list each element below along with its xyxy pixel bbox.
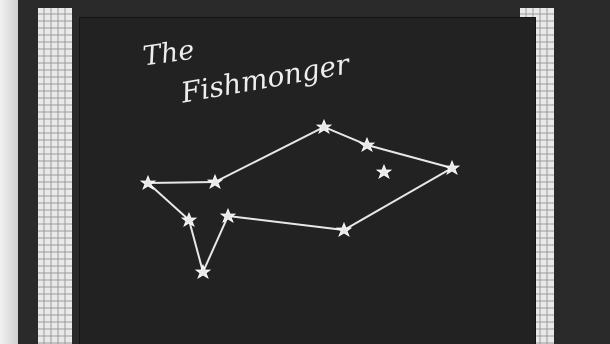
- chalk-line: [189, 220, 203, 272]
- star-icon: [221, 209, 235, 222]
- chalk-line: [148, 182, 215, 183]
- chalk-line: [215, 127, 324, 182]
- chalk-line: [203, 216, 228, 272]
- star-icon: [208, 175, 222, 188]
- constellation-lines: [148, 127, 452, 272]
- star-icon: [377, 165, 391, 178]
- star-icon: [360, 138, 374, 151]
- constellation-stars: [141, 120, 459, 278]
- star-icon: [317, 120, 331, 133]
- star-icon: [337, 223, 351, 236]
- chalk-line: [324, 127, 367, 145]
- star-icon: [445, 161, 459, 174]
- star-icon: [196, 265, 210, 278]
- chalk-line: [148, 183, 189, 220]
- chalk-line: [344, 168, 452, 230]
- chalk-line: [228, 216, 344, 230]
- chalk-line: [367, 145, 452, 168]
